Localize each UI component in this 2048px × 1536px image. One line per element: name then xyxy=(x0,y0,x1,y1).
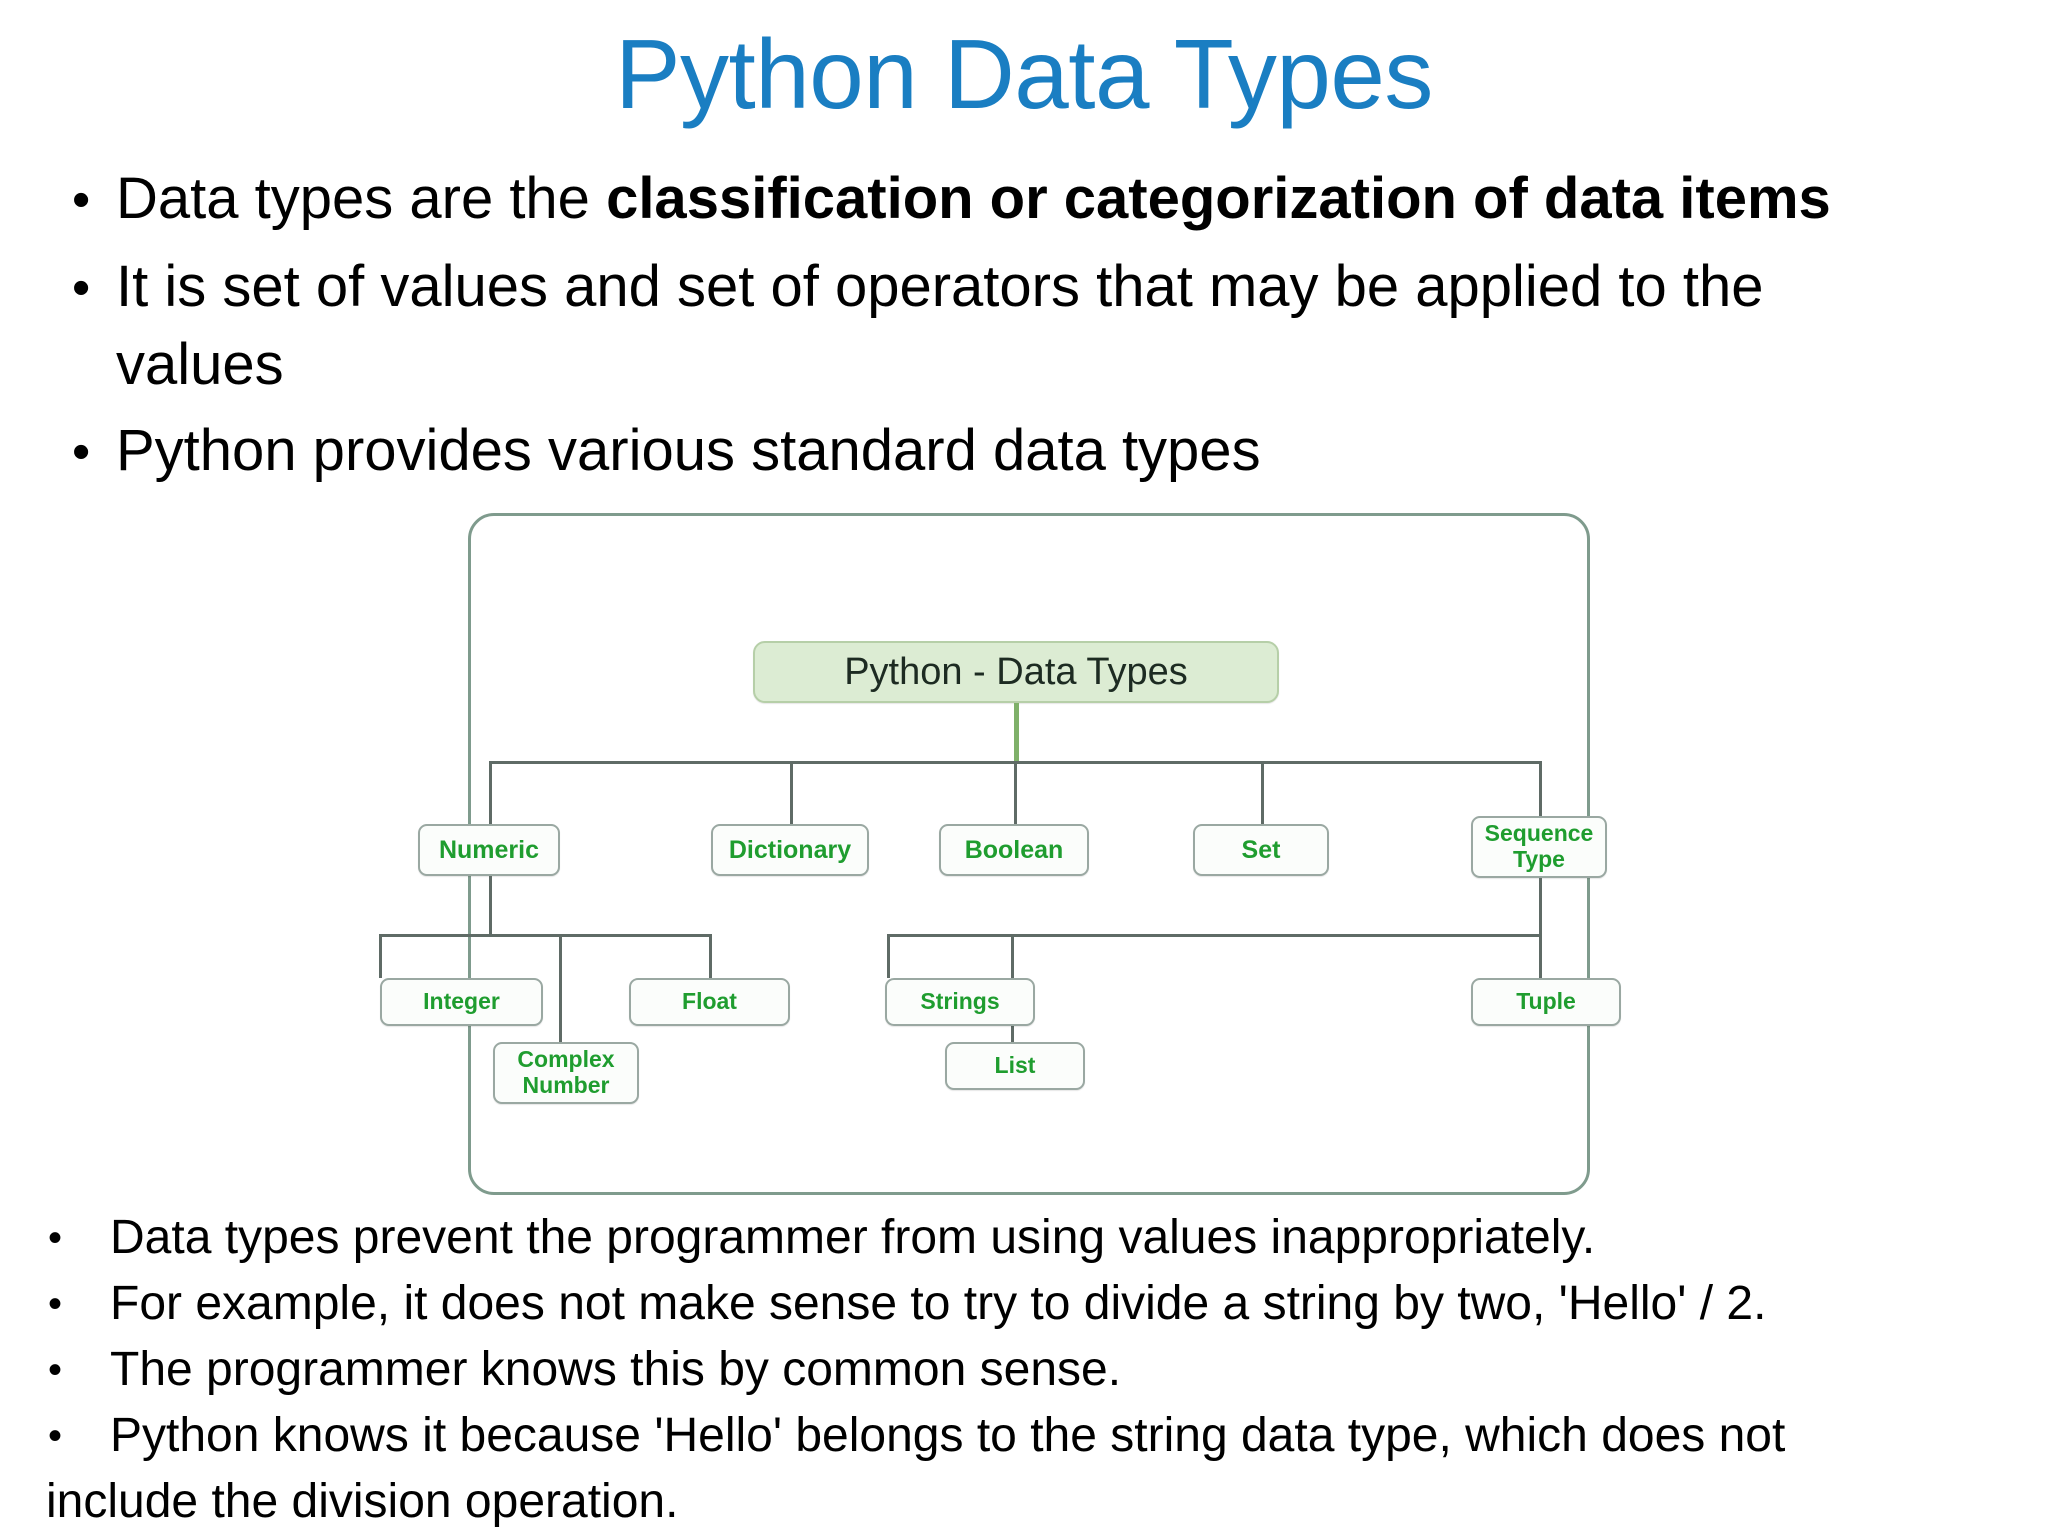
diagram-node-integer: Integer xyxy=(380,978,543,1026)
bullet-dot-icon: • xyxy=(48,1414,63,1458)
connector-sequence-bus xyxy=(887,934,1539,937)
connector-drop-complex xyxy=(559,934,562,1042)
connector-numeric-down xyxy=(489,876,492,934)
diagram-node-set: Set xyxy=(1193,824,1329,876)
diagram-node-root: Python - Data Types xyxy=(753,641,1279,703)
list-item: • Python knows it because 'Hello' belong… xyxy=(40,1403,2030,1469)
list-item: • The programmer knows this by common se… xyxy=(40,1337,2030,1403)
bullet-text-plain: Data types are the xyxy=(116,166,607,231)
bullet-text: Python knows it because 'Hello' belongs … xyxy=(110,1409,1786,1462)
bullet-text: Data types prevent the programmer from u… xyxy=(110,1211,1596,1264)
list-item: • Python provides various standard data … xyxy=(60,412,2020,492)
bullet-text: The programmer knows this by common sens… xyxy=(110,1343,1122,1396)
diagram-node-list: List xyxy=(945,1042,1085,1090)
connector-drop-numeric xyxy=(489,761,492,824)
connector-drop-integer xyxy=(379,934,382,978)
connector-root-down xyxy=(1014,703,1019,761)
diagram-node-sequence-type: Sequence Type xyxy=(1471,816,1607,878)
bullet-dot-icon: • xyxy=(72,423,91,481)
diagram-node-numeric: Numeric xyxy=(418,824,560,876)
connector-drop-boolean xyxy=(1014,761,1017,824)
diagram-node-complex-number: Complex Number xyxy=(493,1042,639,1104)
connector-numeric-bus xyxy=(379,934,709,937)
bullet-text-bold: classification or categorization of data… xyxy=(606,166,1831,231)
list-item: • Data types are the classification or c… xyxy=(60,160,2020,240)
diagram-node-dictionary: Dictionary xyxy=(711,824,869,876)
bullet-text: It is set of values and set of operators… xyxy=(116,254,1764,397)
page-title: Python Data Types xyxy=(615,19,1433,129)
list-item: • It is set of values and set of operato… xyxy=(60,248,2020,404)
diagram-node-tuple: Tuple xyxy=(1471,978,1621,1026)
connector-drop-dictionary xyxy=(790,761,793,824)
bullet-dot-icon: • xyxy=(48,1216,63,1260)
top-bullet-list: • Data types are the classification or c… xyxy=(60,160,2020,500)
bullet-text: For example, it does not make sense to t… xyxy=(110,1277,1767,1330)
connector-sequence-down xyxy=(1539,878,1542,934)
bottom-bullet-list: • Data types prevent the programmer from… xyxy=(40,1205,2030,1535)
list-item: • For example, it does not make sense to… xyxy=(40,1271,2030,1337)
bullet-text-continuation: include the division operation. xyxy=(46,1475,679,1528)
bullet-dot-icon: • xyxy=(72,259,91,317)
bullet-dot-icon: • xyxy=(48,1282,63,1326)
bullet-dot-icon: • xyxy=(48,1348,63,1392)
connector-drop-strings xyxy=(887,934,890,978)
diagram-node-boolean: Boolean xyxy=(939,824,1089,876)
bullet-text: Python provides various standard data ty… xyxy=(116,418,1261,483)
connector-drop-sequence xyxy=(1539,761,1542,824)
connector-drop-float xyxy=(709,934,712,978)
connector-drop-set xyxy=(1261,761,1264,824)
diagram-node-strings: Strings xyxy=(885,978,1035,1026)
data-types-diagram: Python - Data Types Numeric Dictionary B… xyxy=(379,513,1621,1195)
bullet-dot-icon: • xyxy=(72,171,91,229)
bullet-text: Data types are the classification or cat… xyxy=(116,160,1876,238)
connector-drop-tuple xyxy=(1539,934,1542,978)
diagram-node-float: Float xyxy=(629,978,790,1026)
list-item: • Data types prevent the programmer from… xyxy=(40,1205,2030,1271)
